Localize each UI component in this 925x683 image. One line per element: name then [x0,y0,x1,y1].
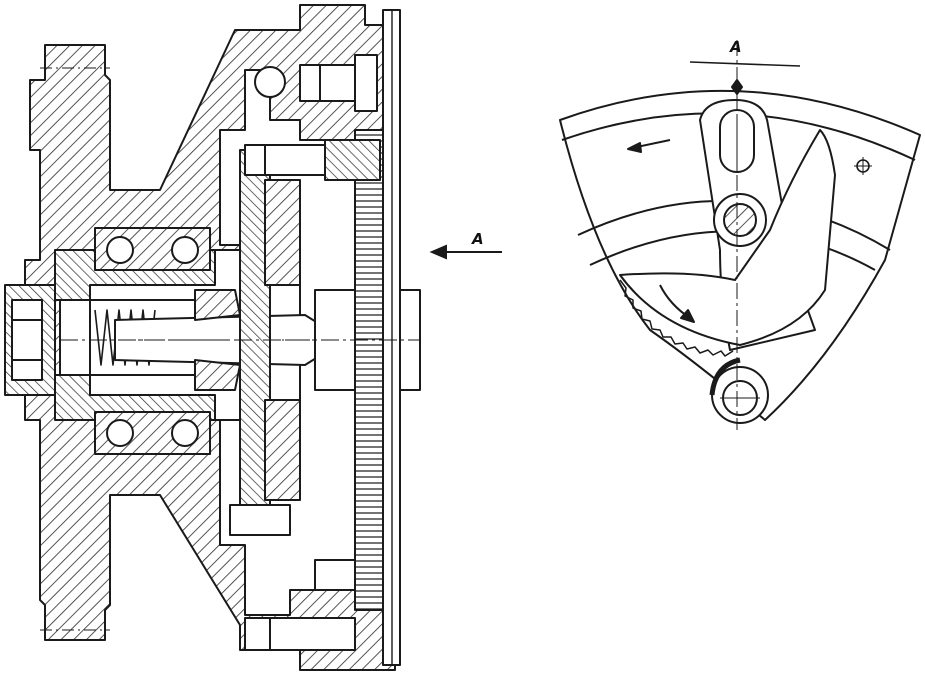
view-top-label: A [729,38,742,56]
section-view [4,4,421,671]
end-cap-nut [11,299,43,381]
lower-screw [229,504,291,536]
face-plate [354,129,384,611]
ball-upper-2 [171,236,199,264]
lower-web [264,399,301,501]
lower-screw-2 [314,559,356,591]
top-marker [731,79,743,95]
cam-lower [194,359,241,391]
upper-web [264,179,301,286]
upper-screw-nut [324,139,381,181]
gear-teeth [619,279,734,357]
arrow-curve-head [680,309,695,323]
ball-lower-2 [171,419,199,447]
pivot-hole-inner [723,203,757,237]
upper-ball [254,66,286,98]
arrow-left-head [627,142,642,153]
view-arrow [429,244,502,260]
view-arrow-label: A [471,230,484,248]
arrow-head [429,244,447,260]
ball-lower-1 [106,419,134,447]
cam-upper [194,289,241,321]
upper-bolt-head [354,54,378,112]
lower-bolt [244,617,356,651]
lower-boss-shade [709,357,741,396]
view-a [559,40,921,430]
ball-upper-1 [106,236,134,264]
gear-segment [619,129,836,346]
